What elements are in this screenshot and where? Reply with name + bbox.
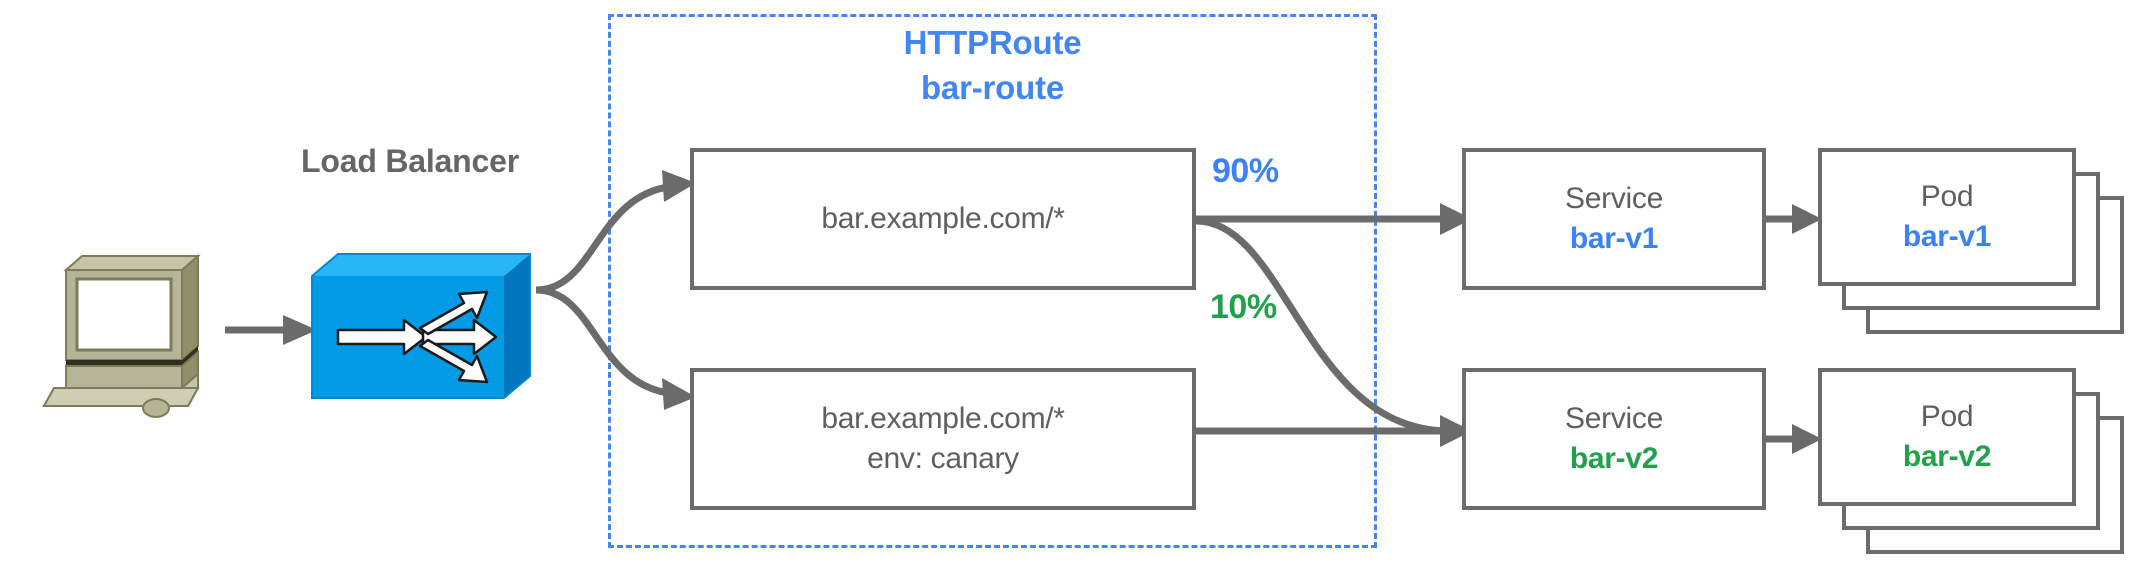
pod-1-name: bar-v1 xyxy=(1902,220,1992,253)
arrow-service2-to-pod2 xyxy=(1766,416,1824,462)
arrow-client-to-lb xyxy=(225,305,320,355)
pod-1-kind: Pod xyxy=(1920,180,1974,213)
service-1-kind: Service xyxy=(1565,182,1663,215)
rule-2-match-line2: env: canary xyxy=(867,442,1019,475)
httproute-caption: HTTPRoute bar-route xyxy=(608,20,1377,110)
desktop-computer-icon xyxy=(30,248,230,418)
service-box-bar-v2[interactable]: Service bar-v2 xyxy=(1462,368,1766,510)
arrow-rule1-to-services xyxy=(1196,190,1476,460)
weight-label-primary: 90% xyxy=(1212,152,1279,190)
pod-stack-bar-v2[interactable]: Pod bar-v2 xyxy=(1818,368,2128,558)
httproute-name-label: bar-route xyxy=(920,69,1065,106)
arrow-service1-to-pod1 xyxy=(1766,196,1824,242)
service-2-kind: Service xyxy=(1565,402,1663,435)
pod-box-bar-v1[interactable]: Pod bar-v1 xyxy=(1818,148,2076,286)
load-balancer-label: Load Balancer xyxy=(301,143,519,179)
load-balancer-cube-icon xyxy=(308,250,538,405)
rule-1-match-line1: bar.example.com/* xyxy=(821,202,1065,235)
httproute-boundary xyxy=(608,14,1377,548)
service-2-name: bar-v2 xyxy=(1569,442,1659,475)
rule-2-match-line1: bar.example.com/* xyxy=(821,402,1065,435)
service-1-name: bar-v1 xyxy=(1569,222,1659,255)
arrow-lb-split xyxy=(536,140,706,440)
httproute-rule-box-2[interactable]: bar.example.com/* env: canary xyxy=(690,368,1196,510)
pod-2-kind: Pod xyxy=(1920,400,1974,433)
pod-stack-bar-v1[interactable]: Pod bar-v1 xyxy=(1818,148,2128,338)
pod-2-name: bar-v2 xyxy=(1902,440,1992,473)
httproute-kind-label: HTTPRoute xyxy=(903,24,1082,61)
httproute-rule-box-1[interactable]: bar.example.com/* xyxy=(690,148,1196,290)
service-box-bar-v1[interactable]: Service bar-v1 xyxy=(1462,148,1766,290)
weight-label-canary: 10% xyxy=(1210,288,1277,326)
pod-box-bar-v2[interactable]: Pod bar-v2 xyxy=(1818,368,2076,506)
